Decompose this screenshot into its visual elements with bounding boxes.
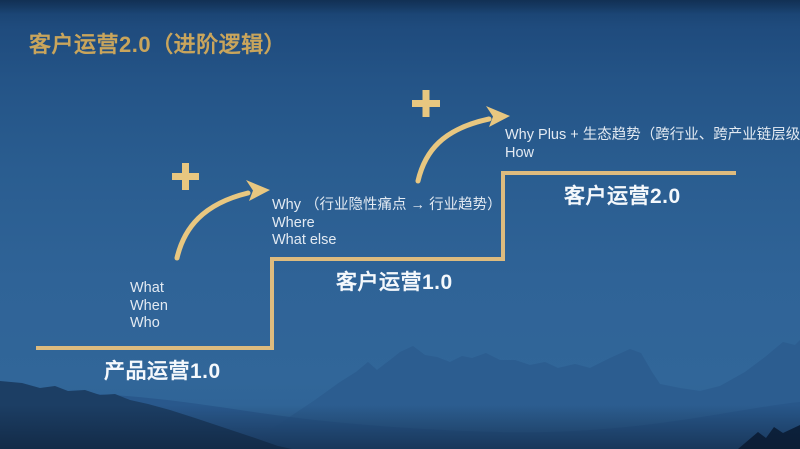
growth-arrow-1-curve [174,190,251,261]
step1-label: 产品运营1.0 [104,360,221,383]
step2-label: 客户运营1.0 [336,271,453,294]
step2-detail-line: What else [272,232,337,248]
step3-detail-line: How [505,144,535,161]
plus-icon-1 [172,163,199,190]
top-vignette [0,0,800,14]
growth-arrow-2-head-icon [486,106,510,127]
step1-detail-line: When [130,297,168,314]
step1-detail-line: Who [130,315,160,331]
step2-details: Why （行业隐性痛点 → 行业趋势） Where What else [272,197,502,250]
slide-title: 客户运营2.0（进阶逻辑） [29,32,287,57]
step1-detail-line: What [130,280,164,296]
growth-arrow-1-head-icon [246,180,270,201]
step2-detail-line: Why （行业隐性痛点 → 行业趋势） [272,197,502,213]
staircase-line [36,171,736,350]
step1-details: What When Who [130,280,168,333]
growth-arrow-2-curve [415,116,492,184]
plus-icon-2 [412,90,440,117]
step3-label: 客户运营2.0 [564,185,681,208]
step3-details: Why Plus + 生态趋势（跨行业、跨产业链层级） How [505,127,800,162]
step3-detail-line: Why Plus + 生态趋势（跨行业、跨产业链层级） [505,127,800,143]
bottom-vignette [0,405,800,449]
step2-detail-line: Where [272,214,315,231]
